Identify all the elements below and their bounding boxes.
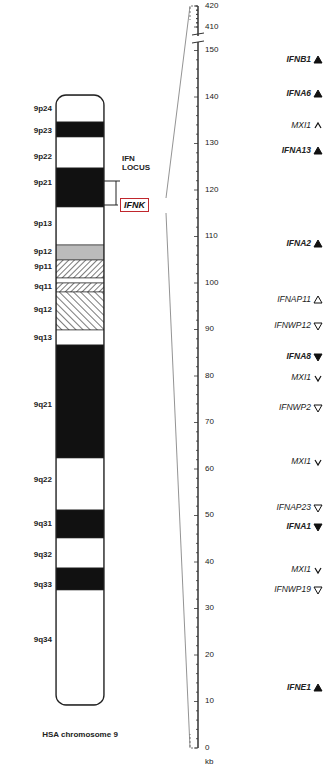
band-label: 9p21 (34, 179, 52, 188)
gene-label: IFNE1 (287, 683, 311, 692)
band-label: 9q21 (34, 401, 52, 410)
gene-label: MXI1 (291, 121, 311, 130)
scale-number: 60 (205, 465, 214, 474)
gene-label: IFNA2 (286, 239, 311, 248)
scale-number: 100 (205, 279, 218, 288)
scale-number: 50 (205, 511, 214, 520)
band-label: 9p23 (34, 127, 52, 136)
gene-label: MXI1 (291, 457, 311, 466)
scale-number: 80 (205, 372, 214, 381)
gene-label: IFNWP19 (274, 585, 311, 594)
scale-number: 140 (205, 93, 218, 102)
scale-number: 30 (205, 604, 214, 613)
band-label: HSA chromosome 9 (42, 731, 118, 740)
scale-number: 40 (205, 558, 214, 567)
gene-label: IFNAP23 (277, 503, 312, 512)
band-label: 9q12 (34, 306, 52, 315)
scale-number: 110 (205, 232, 218, 241)
highlight-box: IFNK (120, 198, 149, 212)
band-label: 9p11 (34, 263, 52, 272)
band-label: 9p12 (34, 248, 52, 257)
band-label: 9p22 (34, 153, 52, 162)
scale-number: 70 (205, 418, 214, 427)
band-label: 9q31 (34, 520, 52, 529)
scale-number: 10 (205, 697, 214, 706)
gene-label: IFNA13 (282, 146, 311, 155)
scale-number: kb (205, 758, 213, 767)
gene-label: IFNK (124, 200, 145, 210)
band-label: 9q22 (34, 476, 52, 485)
band-label: IFN LOCUS (122, 155, 154, 173)
band-label: 9q32 (34, 551, 52, 560)
band-label: 9p13 (34, 220, 52, 229)
band-label: 9q33 (34, 581, 52, 590)
scale-number: 20 (205, 651, 214, 660)
gene-label: IFNB1 (286, 55, 311, 64)
scale-number: 410 (205, 23, 218, 32)
band-label: 9p24 (34, 105, 52, 114)
scale-number: 150 (205, 46, 218, 55)
gene-label: IFNA6 (286, 89, 311, 98)
band-label: 9q11 (34, 283, 52, 292)
scale-number: 0 (205, 744, 209, 753)
gene-label: IFNA1 (286, 522, 311, 531)
gene-label: IFNWP2 (279, 403, 311, 412)
scale-number: 420 (205, 2, 218, 11)
gene-label: IFNWP12 (274, 321, 311, 330)
gene-label: MXI1 (291, 565, 311, 574)
scale-number: 130 (205, 139, 218, 148)
gene-label: IFNAP11 (277, 295, 311, 304)
gene-label: IFNA8 (286, 352, 311, 361)
scale-number: 120 (205, 186, 218, 195)
scale-number: 90 (205, 325, 214, 334)
band-label: 9q34 (34, 636, 52, 645)
band-label: 9q13 (34, 334, 52, 343)
gene-label: MXI1 (291, 373, 311, 382)
